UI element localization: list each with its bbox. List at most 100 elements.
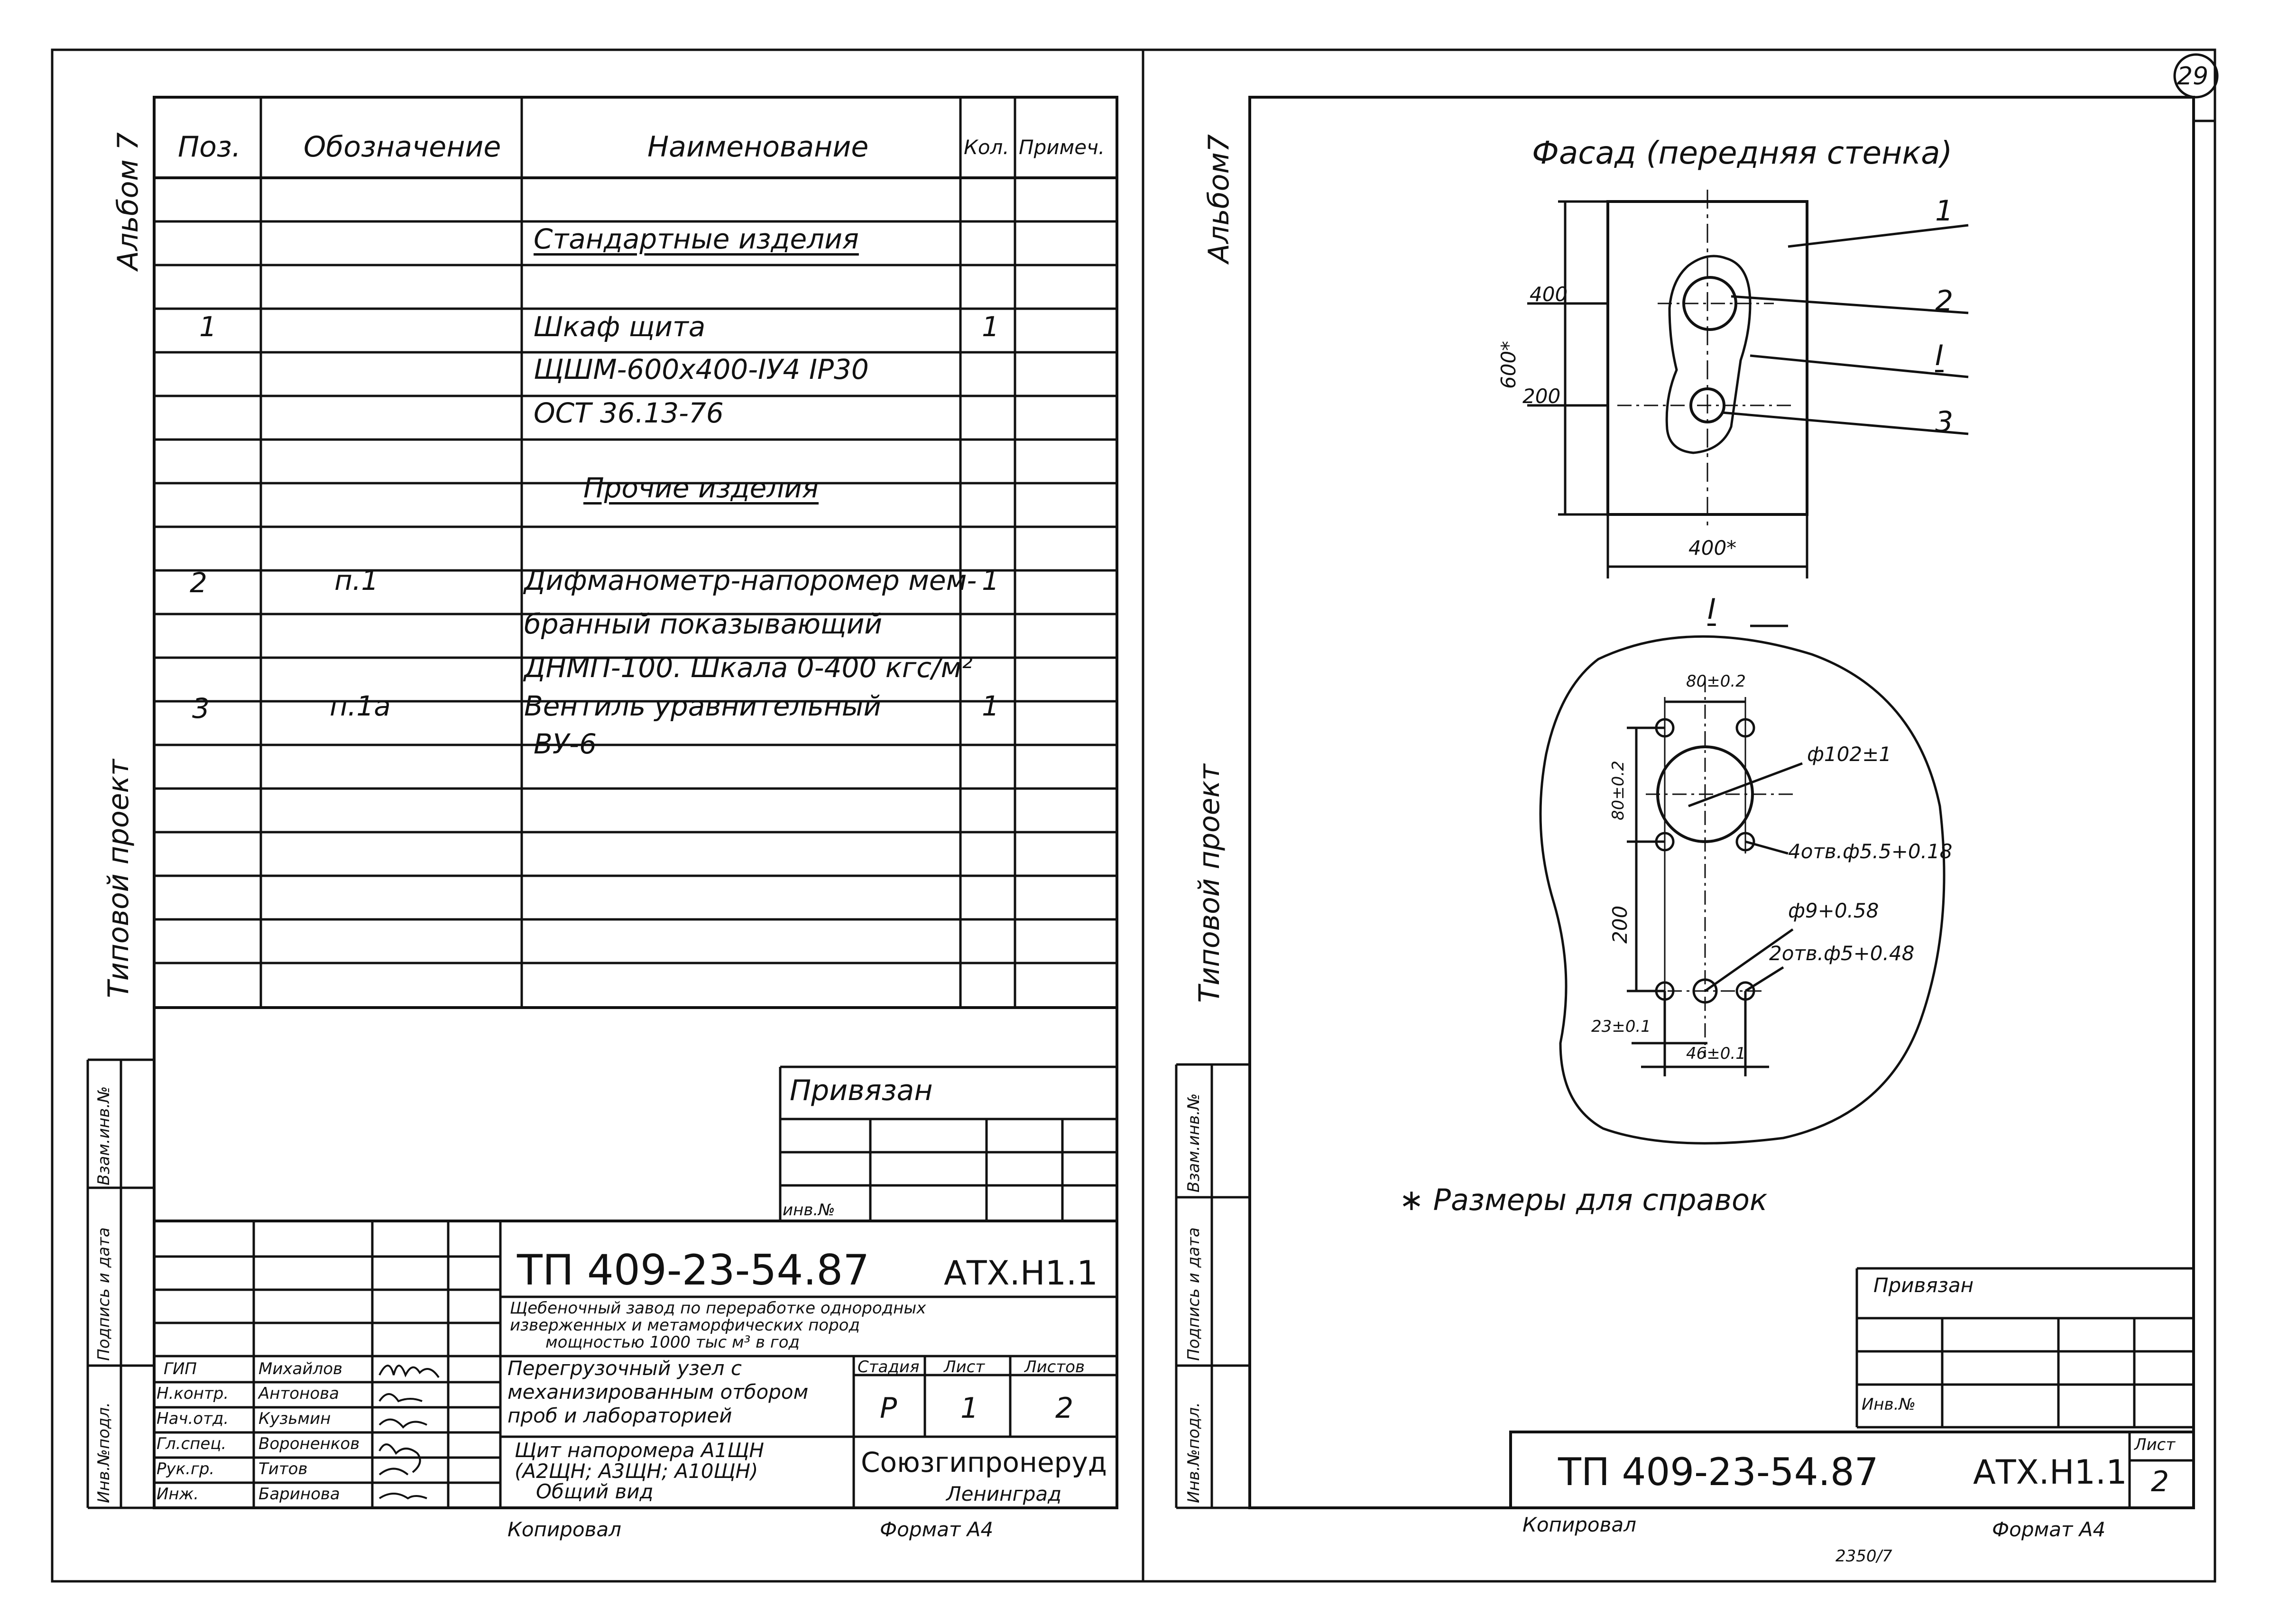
name-5: Титов	[258, 1459, 308, 1478]
plant-line-1: Щебеночный завод по переработке однородн…	[510, 1299, 926, 1318]
row2-designation: п.1	[334, 564, 379, 596]
detail-dim-46: 46±0.1	[1686, 1044, 1746, 1063]
name-6: Баринова	[258, 1485, 340, 1504]
header-note: Примеч.	[1019, 136, 1105, 159]
row2-qty: 1	[982, 564, 999, 596]
left-typical-project-label: Типовой проект	[102, 759, 135, 998]
detail-dim-9: ф9+0.58	[1788, 899, 1879, 922]
right-binding-inv: Инв.№	[1862, 1395, 1916, 1414]
right-doc-mark: АТХ.Н1.1	[1973, 1453, 2127, 1492]
dim-width: 400*	[1688, 536, 1737, 560]
plant-line-2: изверженных и метаморфических пород	[510, 1316, 860, 1335]
object-line-3: проб и лабораторией	[507, 1404, 732, 1427]
leader-1: 1	[1935, 194, 1954, 228]
reference-note: ∗ Размеры для справок	[1399, 1183, 1768, 1217]
left-format: Формат А4	[880, 1518, 994, 1541]
row3-qty: 1	[982, 690, 999, 722]
right-album-label: Альбом7	[1202, 134, 1236, 263]
row3-name-1: Вентиль уравнительный	[524, 690, 882, 722]
doc-title-line-3: Общий вид	[536, 1480, 654, 1503]
row2-name-1: Дифманометр-напоромер мем-	[524, 564, 977, 596]
right-typical-project-label: Типовой проект	[1193, 764, 1226, 1003]
role-6: Инж.	[157, 1485, 199, 1504]
row1-qty: 1	[982, 311, 999, 343]
doc-title-line-2: (А2ЩН; А3ЩН; А10ЩН)	[515, 1459, 758, 1483]
dim-height: 600*	[1497, 340, 1520, 389]
sheet-number-badge: 29	[2177, 62, 2209, 91]
right-signature-date-label: Подпись и дата	[1184, 1227, 1203, 1361]
row3-pos: 3	[192, 692, 210, 725]
right-sheet-label: Лист	[2134, 1435, 2176, 1454]
leader-2: 2	[1935, 284, 1954, 318]
header-pos: Поз.	[178, 130, 241, 164]
object-line-1: Перегрузочный узел с	[507, 1357, 742, 1380]
stage-value: Р	[880, 1392, 897, 1425]
left-copied: Копировал	[507, 1518, 621, 1541]
name-3: Кузьмин	[258, 1409, 331, 1428]
role-1: ГИП	[164, 1359, 197, 1378]
header-designation: Обозначение	[304, 130, 501, 164]
right-replace-inv-label: Взам.инв.№	[1184, 1093, 1203, 1193]
detail-label: I	[1707, 593, 1716, 626]
section-standard-items: Стандартные изделия	[534, 223, 859, 255]
left-replace-inv-label: Взам.инв.№	[94, 1086, 113, 1185]
sheet-value: 1	[960, 1392, 979, 1425]
right-copied: Копировал	[1522, 1513, 1636, 1536]
row1-name-3: ОСТ 36.13-76	[534, 397, 724, 429]
row3-designation: п.1а	[330, 690, 391, 722]
name-1: Михайлов	[258, 1359, 343, 1378]
row3-name-2: ВУ-6	[534, 728, 597, 760]
sheets-label: Листов	[1024, 1358, 1085, 1376]
detail-dim-80y: 80±0.2	[1609, 761, 1628, 820]
row1-name-1: Шкаф щита	[534, 311, 706, 343]
plant-line-3: мощностью 1000 тыс м³ в год	[545, 1333, 800, 1352]
archive-number: 2350/7	[1835, 1547, 1892, 1566]
role-2: Н.контр.	[157, 1384, 229, 1403]
dim-400: 400	[1530, 283, 1568, 306]
left-album-label: Альбом 7	[111, 132, 145, 270]
leader-I: I	[1935, 339, 1944, 372]
doc-title-line-1: Щит напоромера А1ЩН	[515, 1439, 765, 1462]
header-name: Наименование	[647, 130, 869, 164]
organization-name: Союзгипронеруд	[861, 1446, 1107, 1478]
row2-pos: 2	[190, 567, 207, 599]
stage-label: Стадия	[858, 1358, 920, 1376]
right-sheet-value: 2	[2151, 1465, 2169, 1498]
left-doc-code: ТП 409-23-54.87	[517, 1246, 870, 1294]
object-line-2: механизированным отбором	[507, 1380, 809, 1404]
left-frame	[153, 96, 1118, 1509]
organization-city: Ленинград	[946, 1482, 1062, 1505]
role-5: Рук.гр.	[157, 1459, 215, 1478]
left-inv-original-label: Инв.№подл.	[94, 1402, 113, 1503]
section-other-items: Прочие изделия	[583, 472, 819, 504]
dim-200: 200	[1522, 385, 1561, 408]
right-doc-code: ТП 409-23-54.87	[1558, 1450, 1879, 1494]
sheets-value: 2	[1055, 1392, 1074, 1425]
right-binding-title: Привязан	[1873, 1274, 1974, 1297]
row1-name-2: ЩШМ-600х400-IУ4 IP30	[534, 353, 869, 385]
left-doc-mark: АТХ.Н1.1	[944, 1254, 1098, 1293]
detail-dim-102: ф102±1	[1807, 743, 1891, 766]
row1-pos: 1	[199, 311, 217, 343]
detail-holes-4: 4отв.ф5.5+0.18	[1788, 840, 1953, 863]
left-binding-title: Привязан	[790, 1074, 933, 1107]
right-format: Формат А4	[1992, 1518, 2106, 1541]
role-4: Гл.спец.	[157, 1434, 227, 1453]
detail-outline	[1539, 635, 1946, 1145]
facade-title: Фасад (передняя стенка)	[1532, 135, 1953, 171]
row2-name-2: бранный показывающий	[524, 608, 883, 640]
row2-name-3: ДНМП-100. Шкала 0-400 кгс/м²	[524, 651, 973, 684]
role-3: Нач.отд.	[157, 1409, 229, 1428]
detail-holes-2: 2отв.ф5+0.48	[1769, 942, 1915, 965]
right-frame	[1248, 96, 2195, 1509]
name-4: Вороненков	[258, 1434, 360, 1453]
header-qty: Кол.	[964, 136, 1009, 159]
name-2: Антонова	[258, 1384, 339, 1403]
leader-3: 3	[1935, 405, 1954, 439]
detail-dim-80x: 80±0.2	[1686, 672, 1746, 691]
left-signature-date-label: Подпись и дата	[94, 1227, 113, 1361]
detail-dim-23: 23±0.1	[1591, 1017, 1651, 1036]
sheet-label: Лист	[944, 1358, 985, 1376]
